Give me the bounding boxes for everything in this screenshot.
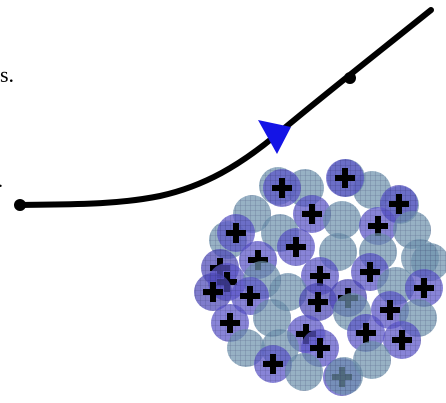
particle-trajectory bbox=[17, 7, 434, 208]
neutron bbox=[325, 357, 363, 395]
proton-plus-sign bbox=[414, 278, 434, 298]
proton-plus-sign bbox=[272, 178, 292, 198]
trajectory-start-point bbox=[14, 199, 26, 211]
neutron bbox=[353, 341, 391, 379]
neutron bbox=[323, 201, 361, 239]
proton bbox=[383, 321, 421, 359]
proton-plus-sign bbox=[392, 330, 412, 350]
neutron bbox=[253, 299, 291, 337]
proton-plus-sign bbox=[360, 262, 380, 282]
proton bbox=[293, 195, 331, 233]
proton-plus-sign bbox=[226, 223, 246, 243]
proton-plus-sign bbox=[240, 286, 260, 306]
proton bbox=[254, 345, 292, 383]
proton-plus-sign bbox=[286, 237, 306, 257]
proton-plus-sign bbox=[368, 216, 388, 236]
proton bbox=[263, 169, 301, 207]
proton bbox=[299, 283, 337, 321]
proton-plus-sign bbox=[335, 168, 355, 188]
proton bbox=[405, 269, 443, 307]
proton-plus-sign bbox=[310, 266, 330, 286]
proton-plus-sign bbox=[389, 194, 409, 214]
proton-plus-sign bbox=[220, 313, 240, 333]
proton-plus-sign bbox=[203, 282, 223, 302]
proton-plus-sign bbox=[308, 292, 328, 312]
proton-plus-sign bbox=[356, 323, 376, 343]
text-fragment-top: s. bbox=[0, 62, 15, 87]
neutron bbox=[285, 353, 323, 391]
proton-plus-sign bbox=[263, 354, 283, 374]
proton bbox=[326, 159, 364, 197]
proton bbox=[359, 207, 397, 245]
proton bbox=[194, 273, 232, 311]
proton bbox=[217, 214, 255, 252]
proton-plus-sign bbox=[380, 300, 400, 320]
proton-plus-sign bbox=[302, 204, 322, 224]
nucleus bbox=[194, 159, 446, 396]
direction-arrow bbox=[258, 120, 291, 154]
proton-plus-sign bbox=[310, 338, 330, 358]
proton bbox=[277, 228, 315, 266]
trajectory-marker-point bbox=[344, 72, 356, 84]
text-fragment-bottom: . bbox=[0, 171, 3, 191]
proton bbox=[347, 314, 385, 352]
